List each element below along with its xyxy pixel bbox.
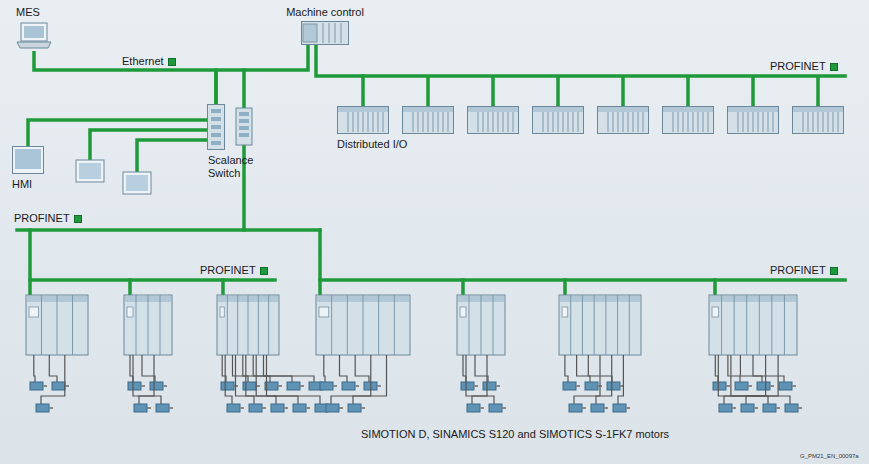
io-module — [533, 107, 584, 134]
network-label: PROFINET — [770, 60, 838, 73]
panel-icon — [76, 160, 151, 194]
device-label: Machine control — [286, 6, 364, 19]
device-node: HMI — [8, 146, 52, 191]
device-node: Scalance Switch — [200, 104, 260, 180]
io-module — [728, 107, 779, 134]
network-cable — [216, 45, 308, 104]
device-icon — [207, 104, 225, 150]
device-node: MES — [16, 6, 62, 51]
device-icon — [16, 21, 52, 51]
network-label: PROFINET — [200, 264, 268, 277]
network-cable — [316, 45, 363, 106]
figure-id: G_PM21_EN_00097a — [800, 452, 859, 460]
network-label: PROFINET — [14, 212, 82, 225]
network-label: PROFINET — [770, 264, 838, 277]
io-module — [793, 107, 844, 134]
device-label: HMI — [12, 178, 32, 191]
device-label: Distributed I/O — [337, 138, 407, 151]
io-module — [403, 107, 454, 134]
device-label: Scalance Switch — [208, 154, 258, 180]
device-icon — [301, 21, 349, 45]
device-icon — [12, 146, 44, 174]
network-cable — [28, 120, 207, 146]
drive-and-motor-groups — [26, 295, 802, 412]
caption: SIMOTION D, SINAMICS S120 and SIMOTICS S… — [361, 428, 669, 441]
io-module — [598, 107, 649, 134]
network-label: Ethernet — [122, 55, 176, 68]
device-label: MES — [16, 6, 40, 19]
device-icon — [337, 106, 389, 134]
device-node: Distributed I/O — [334, 106, 416, 151]
network-cable — [34, 51, 216, 104]
io-module — [468, 107, 519, 134]
switch-icon — [236, 108, 252, 145]
io-module — [663, 107, 714, 134]
device-node: Machine control — [285, 6, 365, 45]
